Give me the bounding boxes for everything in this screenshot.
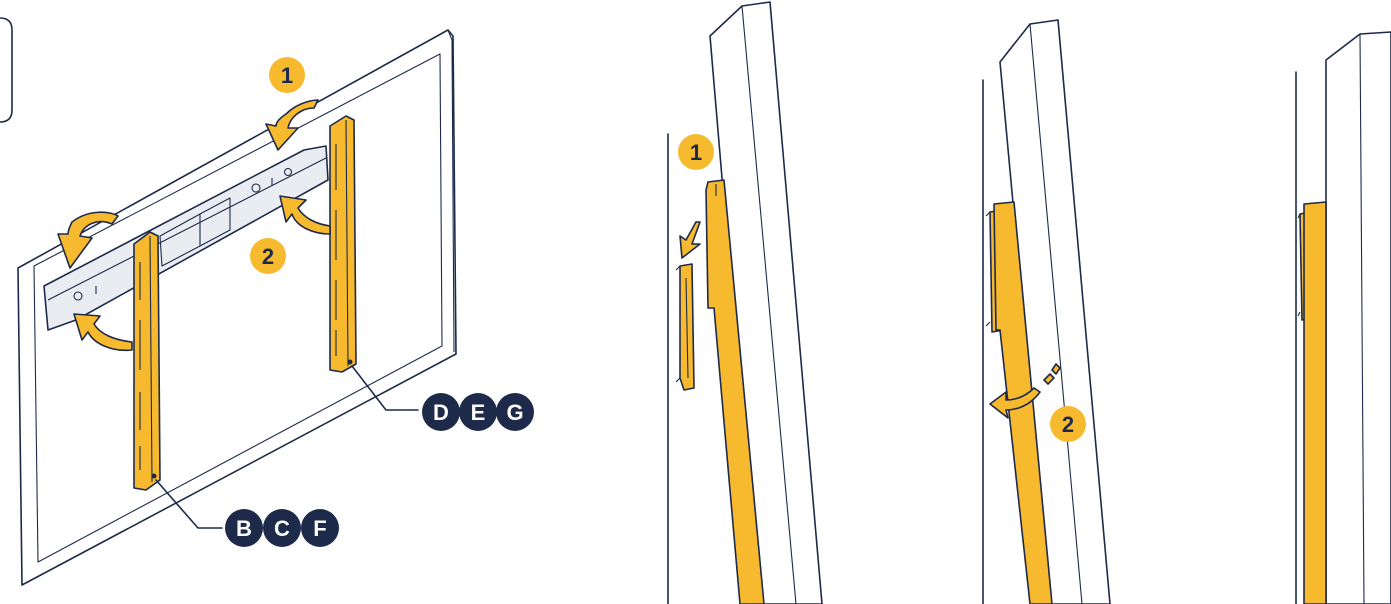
step-2-marker-panel2: 2 [1050, 406, 1086, 442]
down-arrow-icon [679, 221, 701, 259]
rotate-arrow-icon [989, 387, 1041, 419]
curved-arrow-icon [57, 211, 119, 269]
badge-group-bcf: B C F [225, 509, 339, 547]
badge-letter: B [236, 516, 252, 541]
page-corner-tab [0, 17, 13, 123]
curved-arrow-icon [279, 195, 331, 235]
step-number: 1 [281, 63, 293, 88]
step-2-marker-left: 2 [250, 238, 286, 274]
bracket-left [133, 231, 161, 491]
badge-letter: F [313, 516, 326, 541]
badge-group-deg: D E G [422, 393, 534, 431]
side-view-panel-1 [667, 1, 823, 604]
callout-line [351, 365, 419, 411]
step-1-marker-panel1: 1 [678, 134, 714, 170]
side-view-panel-3 [1295, 31, 1391, 604]
wall-plate-rail [43, 145, 329, 331]
badge-letter: G [506, 400, 523, 425]
badge-letter: E [471, 400, 486, 425]
curved-arrow-icon [73, 313, 133, 352]
badge-letter: D [433, 400, 449, 425]
step-number: 2 [1062, 412, 1074, 437]
curved-arrow-icon [265, 99, 319, 151]
callout-line [155, 479, 223, 529]
step-1-marker-left: 1 [269, 57, 305, 93]
step-number: 1 [690, 140, 702, 165]
badge-letter: C [274, 516, 290, 541]
step-number: 2 [262, 244, 274, 269]
bracket-right [329, 115, 357, 373]
side-view-panel-2 [982, 19, 1111, 604]
